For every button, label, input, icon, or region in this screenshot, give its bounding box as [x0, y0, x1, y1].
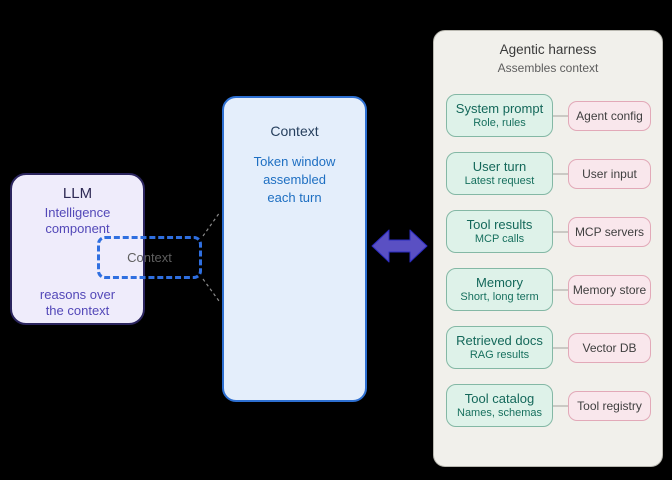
- harness-row-system-prompt: System prompt Role, rules Agent config: [446, 94, 651, 137]
- component-title: User turn: [472, 158, 527, 174]
- row-connector-line: [553, 404, 568, 407]
- harness-title: Agentic harness: [499, 42, 597, 57]
- bidirectional-arrow-icon: [371, 229, 428, 263]
- harness-rows: System prompt Role, rules Agent config U…: [446, 94, 651, 427]
- context-body: Token window assembled each turn: [224, 153, 365, 207]
- context-component-box: User turn Latest request: [446, 152, 553, 195]
- context-dashed-overlay: Context: [97, 236, 202, 279]
- component-detail: Short, long term: [460, 290, 539, 303]
- source-label: MCP servers: [574, 224, 645, 239]
- llm-subtitle-line2: component: [45, 221, 110, 236]
- context-component-box: System prompt Role, rules: [446, 94, 553, 137]
- row-connector-line: [553, 114, 568, 117]
- context-component-box: Tool results MCP calls: [446, 210, 553, 253]
- source-box: Memory store: [568, 274, 651, 305]
- context-component-box: Memory Short, long term: [446, 268, 553, 311]
- llm-footer: reasons over the context: [12, 287, 143, 319]
- context-body-line2: assembled: [263, 172, 326, 187]
- source-label: Agent config: [576, 108, 643, 123]
- context-title: Context: [270, 123, 319, 139]
- source-label: Memory store: [572, 282, 647, 297]
- harness-row-tool-catalog: Tool catalog Names, schemas Tool registr…: [446, 384, 651, 427]
- llm-subtitle: Intelligence component: [12, 205, 143, 237]
- row-connector-line: [553, 288, 568, 291]
- context-dashed-label: Context: [127, 250, 172, 265]
- component-title: Retrieved docs: [456, 332, 543, 348]
- harness-row-tool-results: Tool results MCP calls MCP servers: [446, 210, 651, 253]
- llm-footer-line1: reasons over: [39, 287, 116, 302]
- llm-footer-line2: the context: [45, 303, 110, 318]
- component-title: Tool results: [466, 216, 533, 232]
- projection-line-bottom: [202, 278, 220, 302]
- harness-row-user-turn: User turn Latest request User input: [446, 152, 651, 195]
- component-detail: RAG results: [469, 348, 530, 361]
- component-detail: Names, schemas: [457, 406, 542, 419]
- llm-title: LLM: [62, 185, 93, 202]
- component-title: Memory: [476, 274, 523, 290]
- row-connector-line: [553, 346, 568, 349]
- harness-row-memory: Memory Short, long term Memory store: [446, 268, 651, 311]
- llm-box: LLM Intelligence component reasons over …: [10, 173, 145, 325]
- source-label: User input: [582, 166, 637, 181]
- source-box: Tool registry: [568, 390, 651, 421]
- context-component-box: Tool catalog Names, schemas: [446, 384, 553, 427]
- projection-line-top: [202, 211, 221, 237]
- harness-row-retrieved-docs: Retrieved docs RAG results Vector DB: [446, 326, 651, 369]
- agentic-harness-panel: Agentic harness Assembles context System…: [433, 30, 663, 467]
- component-title: Tool catalog: [464, 390, 535, 406]
- source-box: MCP servers: [568, 216, 651, 247]
- context-body-line1: Token window: [253, 154, 336, 169]
- context-body-line3: each turn: [267, 190, 322, 205]
- component-detail: Role, rules: [473, 116, 526, 129]
- component-detail: MCP calls: [474, 232, 525, 245]
- llm-subtitle-line1: Intelligence: [44, 205, 111, 220]
- source-box: User input: [568, 158, 651, 189]
- source-label: Vector DB: [582, 340, 637, 355]
- source-label: Tool registry: [577, 398, 642, 413]
- source-box: Vector DB: [568, 332, 651, 363]
- component-detail: Latest request: [464, 174, 535, 187]
- component-title: System prompt: [455, 100, 544, 116]
- row-connector-line: [553, 230, 568, 233]
- context-component-box: Retrieved docs RAG results: [446, 326, 553, 369]
- context-box: Context Token window assembled each turn: [222, 96, 367, 402]
- row-connector-line: [553, 172, 568, 175]
- source-box: Agent config: [568, 100, 651, 131]
- harness-subtitle: Assembles context: [497, 61, 599, 75]
